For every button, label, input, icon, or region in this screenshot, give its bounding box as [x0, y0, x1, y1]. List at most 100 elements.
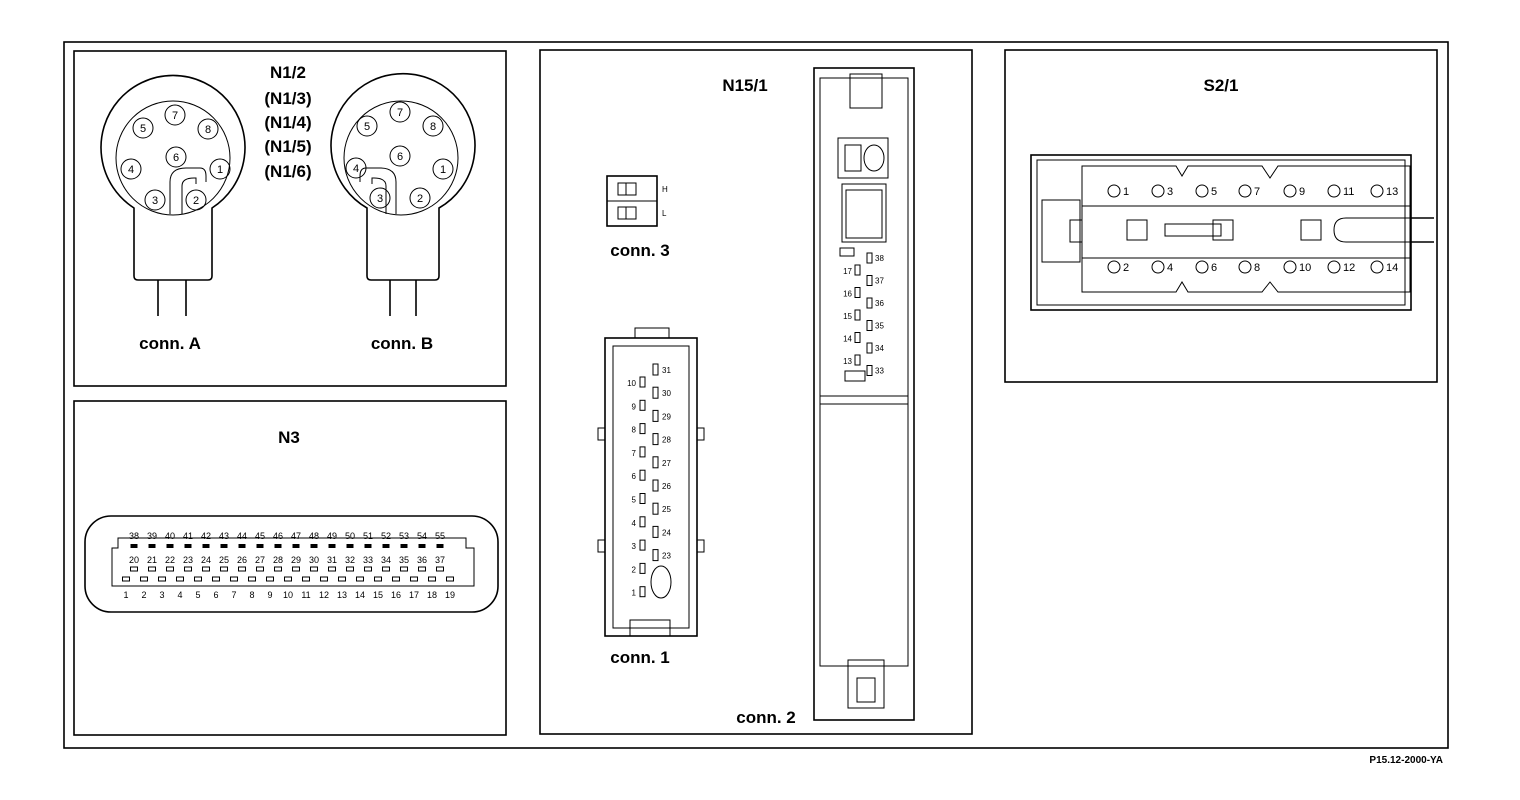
svg-text:6: 6 — [397, 151, 403, 163]
n3-pin-label: 17 — [409, 590, 419, 600]
pin-b-3: 3 — [369, 187, 391, 209]
pin-a-2: 2 — [185, 189, 207, 211]
n3-pin-slot — [400, 544, 408, 548]
s2-pin-contact — [1327, 260, 1341, 274]
n3-pin-label: 14 — [355, 590, 365, 600]
conn-b-label: conn. B — [371, 334, 433, 353]
n3-pin-slot — [310, 544, 318, 548]
conn1-pin-slot — [652, 502, 659, 515]
n3-pin-label: 37 — [435, 555, 445, 565]
s2-pin-label: 11 — [1343, 186, 1354, 198]
svg-text:3: 3 — [377, 193, 383, 205]
pin-a-6: 6 — [165, 146, 187, 168]
conn1-pin-slot — [639, 423, 646, 435]
conn2-pin-label: 37 — [875, 277, 884, 286]
conn1-pin-slot — [639, 493, 646, 504]
conn1-pin-label: 26 — [662, 482, 671, 491]
conn1-pin-slot — [652, 525, 659, 538]
n3-pin-label: 29 — [291, 555, 301, 565]
n3-pin-slot — [356, 576, 364, 582]
s2-switch — [1030, 154, 1434, 311]
n3-pin-slot — [220, 544, 228, 548]
n1-title-line: (N1/5) — [264, 137, 311, 156]
n3-pin-slot — [418, 544, 426, 548]
s2-pin-contact — [1283, 184, 1297, 198]
conn2-pin-label: 15 — [843, 312, 852, 321]
conn1-pin-slot — [639, 516, 646, 528]
n3-pin-slot — [310, 566, 318, 572]
n3-pin-label: 23 — [183, 555, 193, 565]
n3-pin-label: 36 — [417, 555, 427, 565]
svg-text:1: 1 — [440, 164, 446, 176]
n3-pin-label: 27 — [255, 555, 265, 565]
conn3-connector: H L — [606, 175, 668, 227]
n3-pin-label: 50 — [345, 531, 355, 541]
conn1-pin-label: 7 — [632, 449, 637, 458]
conn2-pin-slot — [854, 332, 861, 343]
n3-pin-slot — [184, 566, 192, 572]
panel-n15-frame — [539, 49, 973, 735]
svg-text:7: 7 — [172, 110, 178, 122]
n3-pin-slot — [364, 544, 372, 548]
n3-pin-label: 10 — [283, 590, 293, 600]
conn1-pin-slot — [652, 363, 659, 376]
n3-pin-slot — [248, 576, 256, 582]
s2-pin-label: 6 — [1211, 262, 1217, 274]
conn1-pin-label: 24 — [662, 528, 671, 537]
conn-a-label: conn. A — [139, 334, 201, 353]
n3-pin-slot — [212, 576, 220, 582]
conn2-pin-label: 33 — [875, 367, 884, 376]
n3-pin-label: 13 — [337, 590, 347, 600]
conn1-pin-slot — [639, 446, 646, 458]
n3-pin-label: 5 — [195, 590, 200, 600]
conn1-pin-slot — [652, 386, 659, 399]
pin-b-4: 4 — [345, 157, 367, 179]
n3-pin-label: 12 — [319, 590, 329, 600]
n3-pin-slot — [346, 566, 354, 572]
conn1-pin-label: 4 — [632, 519, 637, 528]
n3-pin-label: 52 — [381, 531, 391, 541]
n3-pin-slot — [392, 576, 400, 582]
conn2-pin-slot — [866, 365, 873, 376]
s2-pin-contact — [1107, 184, 1121, 198]
n1-title-line: (N1/3) — [264, 89, 311, 108]
n3-pin-label: 54 — [417, 531, 427, 541]
n3-pin-label: 2 — [141, 590, 146, 600]
n3-pin-slot — [436, 544, 444, 548]
n3-pin-slot — [328, 566, 336, 572]
s2-pin-contact — [1195, 184, 1209, 198]
conn1-pin-slot — [639, 399, 646, 411]
s2-pin-label: 14 — [1386, 262, 1398, 274]
s2-pin-contact — [1151, 184, 1165, 198]
n3-pin-slot — [292, 544, 300, 548]
conn2-pin-label: 34 — [875, 344, 884, 353]
n3-pin-label: 48 — [309, 531, 319, 541]
n3-pin-label: 46 — [273, 531, 283, 541]
s2-pin-contact — [1195, 260, 1209, 274]
reference-code: P15.12-2000-YA — [1369, 755, 1443, 766]
svg-text:2: 2 — [193, 195, 199, 207]
pin-a-3: 3 — [144, 189, 166, 211]
n3-pin-slot — [148, 544, 156, 548]
conn1-pin-label: 5 — [632, 496, 637, 505]
n3-pin-label: 18 — [427, 590, 437, 600]
pin-b-1: 1 — [432, 158, 454, 180]
s2-pin-label: 9 — [1299, 186, 1305, 198]
svg-text:6: 6 — [173, 152, 179, 164]
n3-pin-slot — [428, 576, 436, 582]
n3-pin-label: 1 — [123, 590, 128, 600]
pin-a-4: 4 — [120, 158, 142, 180]
conn2-pin-label: 16 — [843, 290, 852, 299]
conn1-pin-label: 1 — [632, 589, 637, 598]
n1-title-line: (N1/6) — [264, 162, 311, 181]
n3-pin-slot — [158, 576, 166, 582]
n3-pin-slot — [256, 566, 264, 572]
pin-b-5: 5 — [356, 115, 378, 137]
s2-pin-contact — [1107, 260, 1121, 274]
pin-b-7: 7 — [389, 101, 411, 123]
conn2-pin-slot — [854, 354, 861, 366]
n3-pin-label: 28 — [273, 555, 283, 565]
s2-pin-contact — [1238, 260, 1252, 274]
